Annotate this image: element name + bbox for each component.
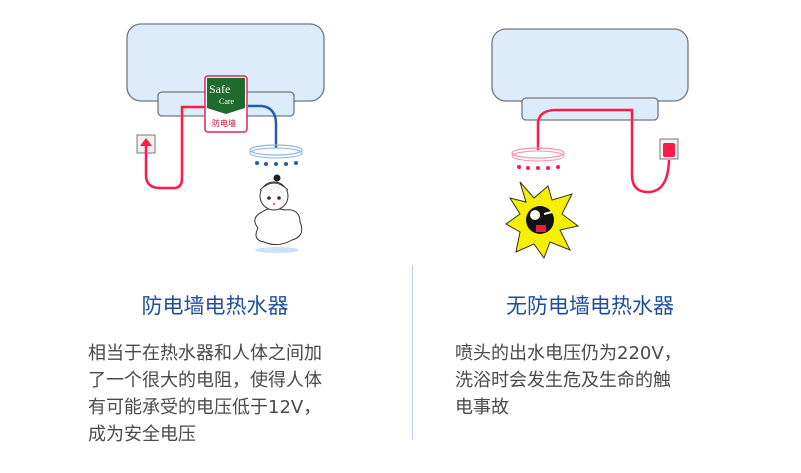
safe-care-badge: Safe Care 防电墙 xyxy=(204,75,248,133)
happy-child-icon xyxy=(254,174,303,253)
right-description-line: 喷头的出水电压仍为220V， xyxy=(455,343,682,364)
right-description-line: 洗浴时会发生危及生命的触 xyxy=(455,370,671,391)
left-description-line: 成为安全电压 xyxy=(88,424,196,445)
right-wall-socket-with-plug-icon xyxy=(659,138,679,160)
left-shower-head-icon xyxy=(249,144,303,166)
badge-cn: 防电墙 xyxy=(212,118,236,128)
electrocuted-person-icon xyxy=(505,181,580,260)
left-description-line: 相当于在热水器和人体之间加 xyxy=(88,343,322,364)
left-description-line: 有可能承受的电压低于12V， xyxy=(88,397,322,418)
right-description-line: 电事故 xyxy=(455,397,509,418)
right-water-heater xyxy=(491,28,689,121)
right-title: 无防电墙电热水器 xyxy=(506,294,674,318)
left-power-wire xyxy=(144,105,208,190)
column-divider xyxy=(412,265,413,440)
right-description: 喷头的出水电压仍为220V， 洗浴时会发生危及生命的触 电事故 xyxy=(455,340,775,421)
right-power-wire xyxy=(536,108,671,194)
left-description: 相当于在热水器和人体之间加 了一个很大的电阻，使得人体 有可能承受的电压低于12… xyxy=(88,340,408,448)
left-water-pipe xyxy=(248,104,278,148)
badge-line2: Care xyxy=(219,97,235,106)
right-shower-head-icon xyxy=(511,147,565,170)
left-title: 防电墙电热水器 xyxy=(141,294,289,318)
left-description-line: 了一个很大的电阻，使得人体 xyxy=(88,370,322,391)
badge-line1: Safe xyxy=(209,82,230,96)
